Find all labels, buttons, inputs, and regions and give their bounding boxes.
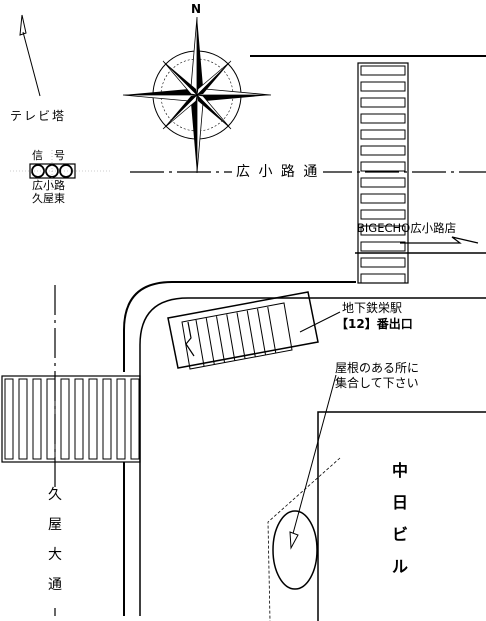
tv-tower-arrow-line [22, 31, 41, 97]
street-hisaya-char: 久 [48, 487, 62, 503]
crosswalk-stripe [88, 378, 98, 460]
crosswalk-stripe [74, 378, 84, 460]
subway-label-line2: 【12】番出口 [336, 317, 413, 331]
meeting-leader-line [290, 374, 337, 542]
compass-north-label: N [191, 2, 202, 16]
crosswalk-stripe [360, 225, 406, 236]
street-hisaya-char: 通 [48, 577, 62, 593]
stair-step [267, 306, 277, 353]
meeting-arrowhead [289, 531, 299, 550]
bigecho-arrow [400, 236, 479, 244]
stair-step [205, 318, 215, 365]
stair-step [246, 310, 256, 357]
stair-step [257, 308, 266, 355]
crosswalk-stripe [360, 129, 406, 140]
bigecho-label: BIGECHO広小路店 [357, 221, 457, 235]
subway-leader-line [299, 311, 341, 333]
signal-name-line2: 久屋東 [32, 192, 65, 205]
crosswalk-stripe [116, 378, 126, 460]
stair-step [216, 316, 225, 363]
stair-step [236, 312, 246, 359]
crosswalk-stripe [46, 378, 56, 460]
crosswalk-stripe [360, 257, 406, 268]
street-hisaya-char: 大 [48, 547, 62, 563]
signal-title: 信 号 [32, 149, 65, 162]
signal-name-line1: 広小路 [32, 179, 65, 192]
street-hirokoji-label: 広 小 路 通 [232, 165, 324, 179]
crosswalk-stripe [360, 241, 406, 252]
block-outline-inner [139, 297, 486, 616]
tv-tower-label: テレビ塔 [10, 109, 67, 123]
crosswalk-stripe [360, 273, 406, 284]
crosswalk-stripe [360, 145, 406, 156]
street-hisaya-char: 屋 [48, 517, 62, 533]
crosswalk-stripe [18, 378, 28, 460]
crosswalk-horizontal [1, 375, 141, 463]
crosswalk-stripe [360, 209, 406, 220]
subway-label-line1: 地下鉄栄駅 [342, 301, 403, 315]
crosswalk-stripe [360, 161, 406, 172]
meeting-label-line2: 集合して下さい [335, 376, 419, 390]
compass-rose-icon [122, 16, 272, 174]
crosswalk-stripe [360, 97, 406, 108]
crosswalk-stripe [360, 113, 406, 124]
break-mark [185, 321, 195, 357]
crosswalk-stripe [60, 378, 70, 460]
crosswalk-stripe [4, 378, 14, 460]
chunichi-building-outline [317, 411, 486, 621]
stair-step [195, 319, 205, 367]
meeting-label-line1: 屋根のある所に [335, 361, 420, 375]
meeting-point-ellipse [272, 510, 318, 590]
building-name-char: ル [391, 557, 408, 576]
crosswalk-vertical [357, 62, 409, 284]
subway-entrance [167, 291, 319, 370]
crosswalk-stripe [102, 378, 112, 460]
stair-step [226, 314, 236, 361]
crosswalk-stripe [130, 378, 140, 460]
building-name-char: 中 [391, 461, 408, 480]
building-name-char: 日 [391, 493, 408, 512]
crosswalk-stripe [360, 65, 406, 76]
street-hisaya-label: 久 屋 大 通 [46, 488, 64, 608]
crosswalk-stripe [360, 81, 406, 92]
block-outline-outer [123, 281, 356, 372]
crosswalk-stripe [360, 193, 406, 204]
chunichi-building-label: 中 日 ビ ル [390, 463, 410, 591]
dashed-wedge [267, 457, 341, 621]
crosswalk-stripe [32, 378, 42, 460]
traffic-signal-icon [10, 150, 110, 200]
building-name-char: ビ [391, 525, 408, 544]
tv-tower-arrow [19, 14, 27, 36]
crosswalk-stripe [360, 177, 406, 188]
